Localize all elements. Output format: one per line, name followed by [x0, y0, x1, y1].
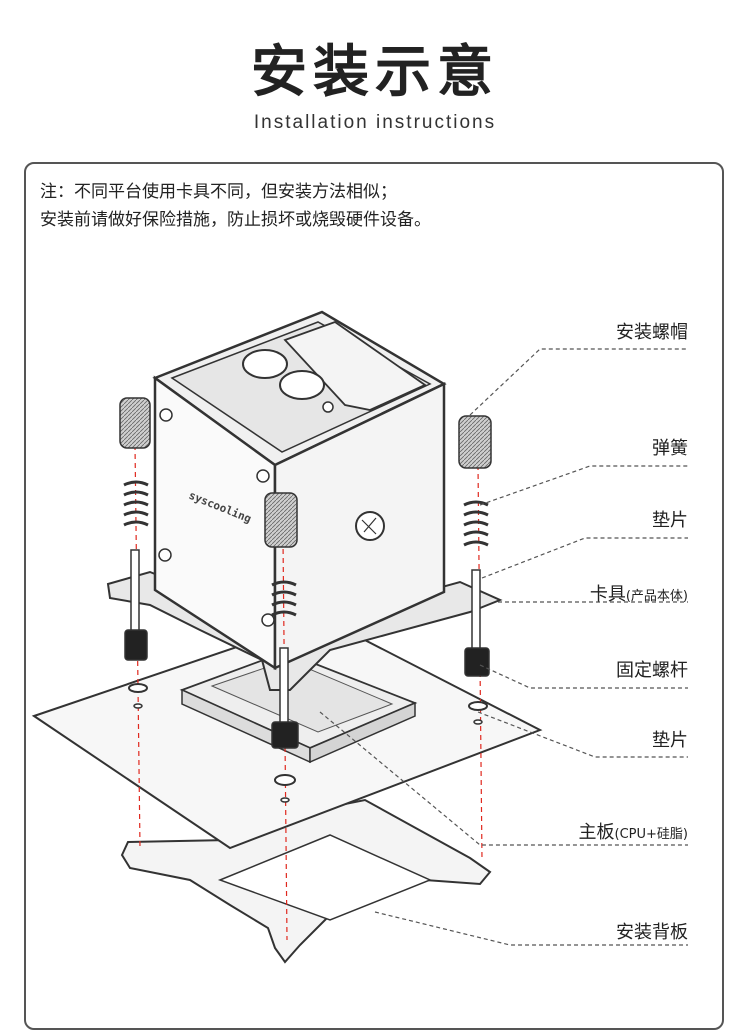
label-spring: 弹簧 [652, 438, 688, 459]
diagram-frame [24, 162, 724, 1030]
water-block [152, 310, 447, 671]
backplate-shape [120, 798, 492, 964]
label-backplate: 安装背板 [616, 922, 688, 943]
label-bracket-sub: (产品本体) [625, 589, 688, 604]
page-title: 安装示意 [251, 40, 499, 105]
label-motherboard-sub: (CPU+硅脂) [614, 827, 688, 842]
label-washer-top: 垫片 [652, 510, 688, 531]
page-subtitle: Installation instructions [253, 112, 497, 133]
label-washer-bottom: 垫片 [652, 730, 688, 751]
leader-lines [319, 348, 688, 946]
label-bracket: 卡具(产品本体) [590, 580, 688, 606]
screw-right [458, 415, 492, 725]
note-line-1: 注：不同平台使用卡具不同，但安装方法相似； [40, 182, 397, 202]
label-motherboard: 主板(CPU+硅脂) [579, 818, 688, 844]
label-bracket-main: 卡具 [589, 584, 626, 605]
label-motherboard-main: 主板 [578, 822, 615, 843]
screw-left [119, 397, 151, 709]
note-line-2: 安装前请做好保险措施，防止损坏或烧毁硬件设备。 [40, 210, 431, 230]
label-cap-nut: 安装螺帽 [616, 322, 688, 343]
screw-front [264, 492, 299, 803]
label-fixing-screw: 固定螺杆 [616, 660, 688, 681]
